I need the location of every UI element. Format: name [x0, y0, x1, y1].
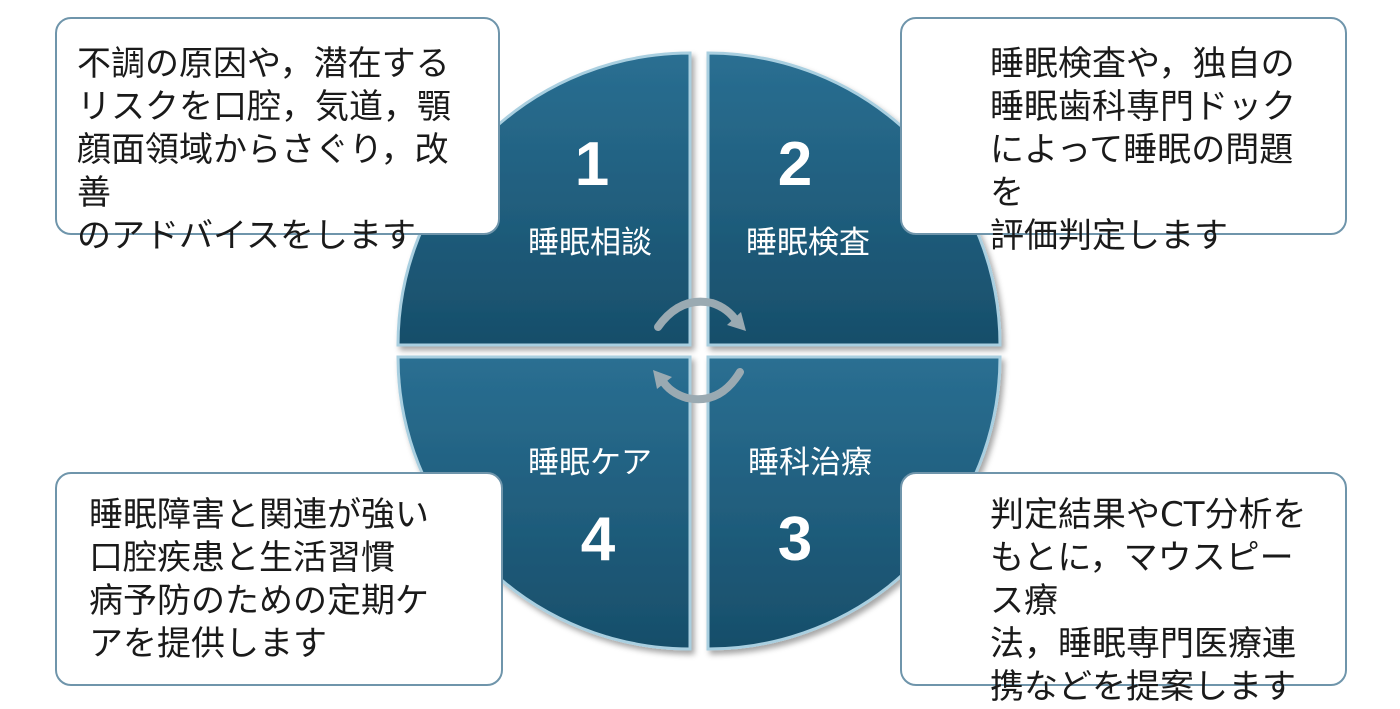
quadrant-3-number: 3: [778, 505, 812, 574]
examination-description-box: 睡眠検査や，独自の 睡眠歯科専門ドック によって睡眠の問題を 評価判定します: [900, 17, 1347, 256]
care-line: 口腔疾患と生活習慣: [89, 538, 395, 578]
quadrant-1-number: 1: [575, 130, 609, 199]
consultation-line: 不調の原因や，潜在する: [77, 44, 450, 84]
care-line: 病予防のための定期ケ: [89, 581, 429, 621]
quadrant-2-label: 睡眠検査: [746, 225, 870, 261]
examination-line: 睡眠歯科専門ドック: [990, 87, 1296, 127]
quadrant-3-label: 睡科治療: [748, 445, 872, 481]
consultation-line: 顔面領域からさぐり，改善: [77, 130, 449, 213]
cycle-arrow-icon: [653, 368, 744, 404]
quadrant-4-label: 睡眠ケア: [528, 445, 652, 481]
quadrant-1-label: 睡眠相談: [528, 225, 652, 261]
examination-line: 睡眠検査や，独自の: [990, 44, 1295, 84]
quadrant-4-number: 4: [581, 505, 616, 574]
examination-line: 評価判定します: [990, 216, 1228, 256]
care-line: アを提供します: [89, 624, 327, 664]
quadrant-2-number: 2: [778, 130, 812, 199]
treatment-line: 判定結果やCT分析を: [990, 495, 1307, 535]
treatment-line: もとに，マウスピース療: [990, 538, 1294, 621]
consultation-line: リスクを口腔，気道，顎: [77, 87, 451, 127]
treatment-description-box: 判定結果やCT分析を もとに，マウスピース療 法，睡眠専門医療連 携などを提案し…: [900, 472, 1347, 707]
care-line: 睡眠障害と関連が強い: [89, 495, 429, 535]
treatment-line: 携などを提案します: [990, 667, 1296, 707]
consultation-line: のアドバイスをします: [77, 216, 416, 256]
cycle-arrow-icon: [654, 297, 746, 331]
examination-line: によって睡眠の問題を: [990, 130, 1294, 213]
treatment-line: 法，睡眠専門医療連: [990, 624, 1296, 664]
care-description-box: 睡眠障害と関連が強い 口腔疾患と生活習慣 病予防のための定期ケ アを提供します: [55, 472, 503, 686]
consultation-description-box: 不調の原因や，潜在する リスクを口腔，気道，顎 顔面領域からさぐり，改善 のアド…: [55, 17, 500, 256]
